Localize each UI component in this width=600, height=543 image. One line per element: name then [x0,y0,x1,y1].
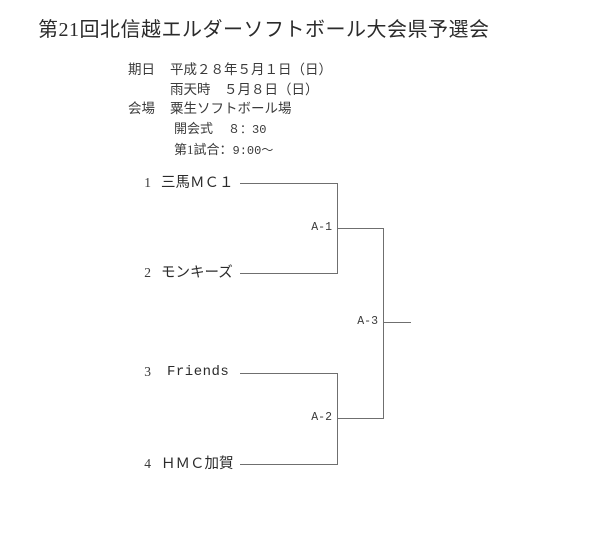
bracket-connector-a3 [383,228,384,419]
event-date-value: 平成２８年５月１日（日） [170,62,332,77]
event-date-row: 期日 平成２８年５月１日（日） [128,60,332,80]
event-raindate-value: 雨天時 ５月８日（日） [170,81,319,97]
ceremony-label: 開会式 [174,120,214,136]
page-title: 第21回北信越エルダーソフトボール大会県予選会 [38,19,490,41]
ceremony-row: 開会式 ８：30 [128,119,332,141]
bracket-line-a1-advance [337,228,384,229]
first-game-label: 第1試合： [174,142,233,157]
event-venue-value: 粟生ソフトボール場 [170,101,292,116]
match-label-a1: A-1 [311,221,332,234]
first-game-time: 9:00～ [232,144,274,158]
first-game-row: 第1試合：9:00～ [128,140,332,162]
event-venue-label: 会場 [128,101,155,116]
event-info-block: 期日 平成２８年５月１日（日） 雨天時 ５月８日（日） 会場 粟生ソフトボール場… [128,60,332,162]
team-name-1: 三馬ＭＣ１ [161,175,234,191]
seed-number-3: 3 [144,364,151,379]
bracket-line-a2-advance [337,418,384,419]
event-venue-row: 会場 粟生ソフトボール場 [128,99,332,119]
seed-number-2: 2 [144,265,151,280]
bracket-line-champion [383,322,411,323]
bracket-line-seed-2 [240,273,338,274]
event-raindate-row: 雨天時 ５月８日（日） [128,80,332,100]
bracket-line-seed-1 [240,183,338,184]
ceremony-time: ８：30 [228,122,267,137]
seed-number-4: 4 [144,456,151,471]
event-date-label: 期日 [128,62,155,77]
seed-number-1: 1 [144,175,151,190]
team-name-4: ＨＭＣ加賀 [161,456,234,472]
team-name-2: モンキーズ [161,265,233,281]
team-name-3: Friends [167,364,230,380]
match-label-a2: A-2 [311,411,332,424]
bracket-line-seed-4 [240,464,338,465]
match-label-a3: A-3 [357,315,378,328]
bracket-line-seed-3 [240,373,338,374]
